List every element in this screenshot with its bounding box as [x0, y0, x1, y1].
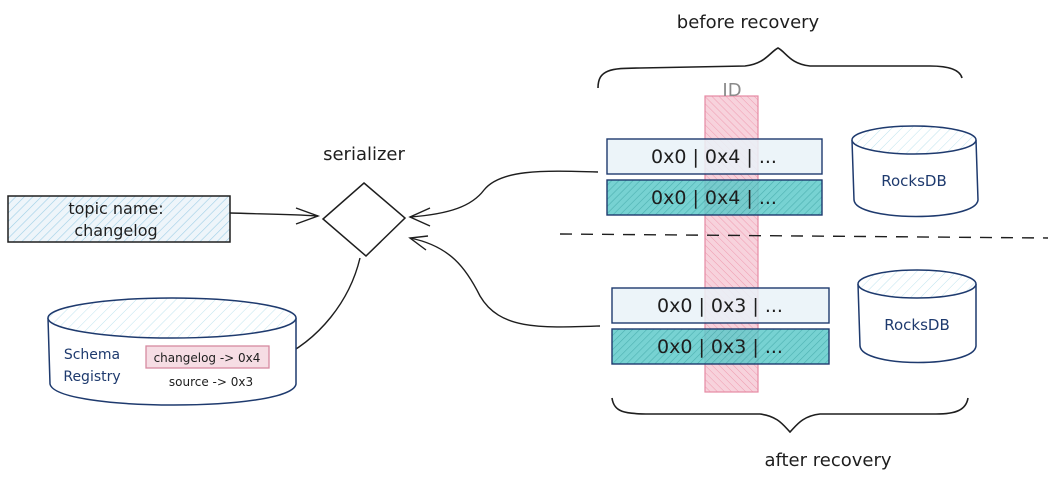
- schema-entry-highlight: [145, 345, 270, 369]
- before-row-2: [606, 179, 823, 216]
- after-row-1: [611, 287, 830, 324]
- rocksdb-before-cylinder: [851, 125, 979, 218]
- before-row-1-text: 0x0 | 0x4 | ...: [651, 146, 777, 168]
- arrow-after-to-serializer: [408, 235, 601, 328]
- after-row-1-text: 0x0 | 0x3 | ...: [657, 295, 783, 317]
- after-row-2-text: 0x0 | 0x3 | ...: [657, 336, 783, 358]
- separator-dashed-line: [559, 233, 1049, 239]
- topic-name-line1: topic name:: [68, 199, 163, 218]
- arrow-before-to-serializer: [408, 170, 599, 227]
- id-column-label: ID: [722, 80, 741, 101]
- serializer-label: serializer: [323, 144, 405, 165]
- topic-name-line2: changelog: [74, 221, 157, 240]
- serializer-diamond: [321, 182, 407, 258]
- after-recovery-label: after recovery: [764, 450, 891, 471]
- topic-name-box: [7, 195, 231, 243]
- rocksdb-after-label: RocksDB: [884, 316, 950, 334]
- arrow-topic-to-serializer: [229, 207, 321, 225]
- schema-entry-changelog: changelog -> 0x4: [154, 351, 261, 365]
- schema-registry-title-line1: Schema: [64, 347, 120, 363]
- before-recovery-label: before recovery: [677, 12, 820, 33]
- after-row-2: [611, 328, 830, 365]
- schema-entry-source: source -> 0x3: [169, 375, 253, 389]
- rocksdb-after-cylinder: [857, 269, 977, 364]
- before-row-1: [606, 138, 823, 175]
- after-recovery-brace: [611, 397, 969, 434]
- before-row-2-text: 0x0 | 0x4 | ...: [651, 187, 777, 209]
- schema-registry-title-line2: Registry: [63, 369, 120, 385]
- before-recovery-brace: [597, 47, 963, 89]
- rocksdb-before-label: RocksDB: [881, 172, 947, 190]
